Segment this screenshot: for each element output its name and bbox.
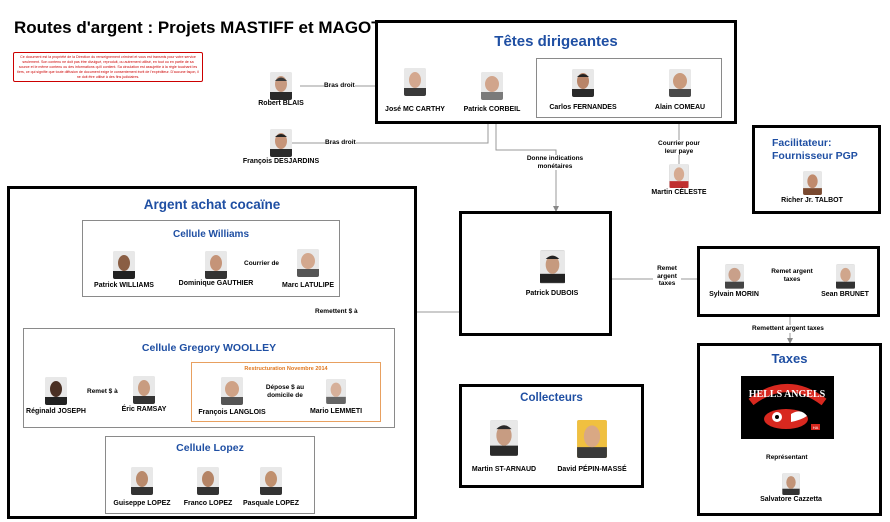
photo-francois-langlois bbox=[221, 377, 243, 405]
name-salvatore-cazzetta: Salvatore Cazzetta bbox=[760, 496, 822, 503]
name-martin-celeste: Martin CÉLESTE bbox=[651, 189, 707, 196]
edge-donne-indications bbox=[495, 112, 559, 212]
name-mario-lemmeti: Mario LEMMETI bbox=[309, 408, 363, 415]
photo-franco-lopez bbox=[197, 467, 219, 495]
logo-text: HELLS ANGELS bbox=[749, 389, 826, 400]
name-martin-st-arnaud: Martin ST-ARNAUD bbox=[471, 466, 537, 473]
name-richer-talbot: Richer Jr. TALBOT bbox=[781, 197, 843, 204]
confidentiality-notice: Ce document est la propriété de la Direc… bbox=[13, 52, 203, 82]
name-sean-brunet: Sean BRUNET bbox=[821, 291, 869, 298]
label-restructuration: Restructuration Novembre 2014 bbox=[244, 366, 328, 372]
name-pasquale-lopez: Pasquale LOPEZ bbox=[242, 500, 300, 507]
name-francois-desjardins: François DESJARDINS bbox=[242, 158, 320, 165]
heading-cellule-lopez: Cellule Lopez bbox=[176, 442, 244, 454]
edge-label-remet-argent-taxes-2: Remet argent taxes bbox=[767, 268, 817, 283]
heading-cellule-williams: Cellule Williams bbox=[172, 229, 250, 240]
name-patrick-corbeil: Patrick CORBEIL bbox=[463, 106, 521, 113]
heading-cellule-woolley: Cellule Gregory WOOLLEY bbox=[141, 342, 277, 354]
name-marc-latulipe: Marc LATULIPE bbox=[282, 282, 334, 289]
edge-label-remettent-argent-taxes: Remettent argent taxes bbox=[752, 325, 824, 333]
photo-patrick-corbeil bbox=[481, 72, 503, 100]
photo-martin-celeste bbox=[669, 164, 689, 188]
name-guiseppe-lopez: Guiseppe LOPEZ bbox=[113, 500, 171, 507]
photo-sylvain-morin bbox=[725, 264, 744, 289]
name-franco-lopez: Franco LOPEZ bbox=[183, 500, 233, 507]
edge-label-depose: Dépose $ au domicile de bbox=[262, 384, 308, 399]
photo-sean-brunet bbox=[836, 264, 855, 289]
page-title: Routes d'argent : Projets MASTIFF et MAG… bbox=[14, 18, 382, 37]
hells-angels-logo: HELLS ANGELS HA bbox=[741, 376, 834, 439]
name-david-pepin-masse: David PÉPIN-MASSÉ bbox=[557, 466, 627, 473]
edge-label-donne-indications: Donne indications monétaires bbox=[525, 155, 585, 170]
edge-label-courrier-paye: Courrier pour leur paye bbox=[654, 140, 704, 155]
photo-carlos-fernandes bbox=[572, 69, 594, 97]
logo-mark: HA bbox=[813, 425, 819, 430]
section-facilitateur bbox=[752, 125, 881, 214]
photo-francois-desjardins bbox=[270, 129, 292, 157]
name-alain-comeau: Alain COMEAU bbox=[654, 104, 706, 111]
photo-pasquale-lopez bbox=[260, 467, 282, 495]
name-reginald-joseph: Réginald JOSEPH bbox=[26, 408, 86, 415]
photo-richer-talbot bbox=[803, 171, 822, 195]
photo-mario-lemmeti bbox=[326, 379, 346, 404]
heading-argent-achat-cocaine: Argent achat cocaïne bbox=[143, 197, 281, 212]
photo-jose-mc-carthy bbox=[404, 68, 426, 96]
photo-guiseppe-lopez bbox=[131, 467, 153, 495]
photo-david-pepin-masse bbox=[577, 420, 607, 458]
edge-label-remettent-dollar: Remettent $ à bbox=[315, 308, 358, 316]
edge-label-courrier-de: Courrier de bbox=[244, 260, 280, 268]
edge-label-remet-argent-taxes-1: Remet argent taxes bbox=[653, 265, 681, 288]
edge-label-representant: Représentant bbox=[766, 454, 808, 462]
photo-martin-st-arnaud bbox=[490, 420, 518, 456]
edge-label-bras-droit-1: Bras droit bbox=[324, 82, 355, 90]
name-jose-mc-carthy: José MC CARTHY bbox=[385, 106, 445, 113]
heading-tetes-dirigeantes: Têtes dirigeantes bbox=[494, 33, 618, 50]
box-patrick-dubois bbox=[459, 211, 612, 336]
photo-robert-blais bbox=[270, 72, 292, 100]
edge-label-remet-dollar: Remet $ à bbox=[87, 388, 118, 396]
name-carlos-fernandes: Carlos FERNANDES bbox=[549, 104, 617, 111]
name-sylvain-morin: Sylvain MORIN bbox=[709, 291, 759, 298]
photo-reginald-joseph bbox=[45, 377, 67, 405]
photo-marc-latulipe bbox=[297, 249, 319, 277]
edge-label-bras-droit-2: Bras droit bbox=[325, 139, 356, 147]
name-patrick-williams: Patrick WILLIAMS bbox=[94, 282, 154, 289]
group-carlos-alain bbox=[536, 58, 722, 118]
name-eric-ramsay: Éric RAMSAY bbox=[121, 406, 167, 413]
heading-taxes: Taxes bbox=[771, 351, 808, 366]
photo-dominique-gauthier bbox=[205, 251, 227, 279]
photo-patrick-dubois bbox=[540, 250, 565, 284]
heading-collecteurs: Collecteurs bbox=[520, 392, 583, 404]
section-collecteurs bbox=[459, 384, 644, 488]
photo-eric-ramsay bbox=[133, 376, 155, 404]
heading-facilitateur: Facilitateur: Fournisseur PGP bbox=[772, 137, 858, 162]
photo-patrick-williams bbox=[113, 251, 135, 279]
photo-alain-comeau bbox=[669, 69, 691, 97]
name-robert-blais: Robert BLAIS bbox=[258, 100, 304, 107]
name-francois-langlois: François LANGLOIS bbox=[198, 409, 266, 416]
photo-salvatore-cazzetta bbox=[782, 473, 800, 495]
name-dominique-gauthier: Dominique GAUTHIER bbox=[178, 280, 254, 287]
name-patrick-dubois: Patrick DUBOIS bbox=[525, 290, 579, 297]
